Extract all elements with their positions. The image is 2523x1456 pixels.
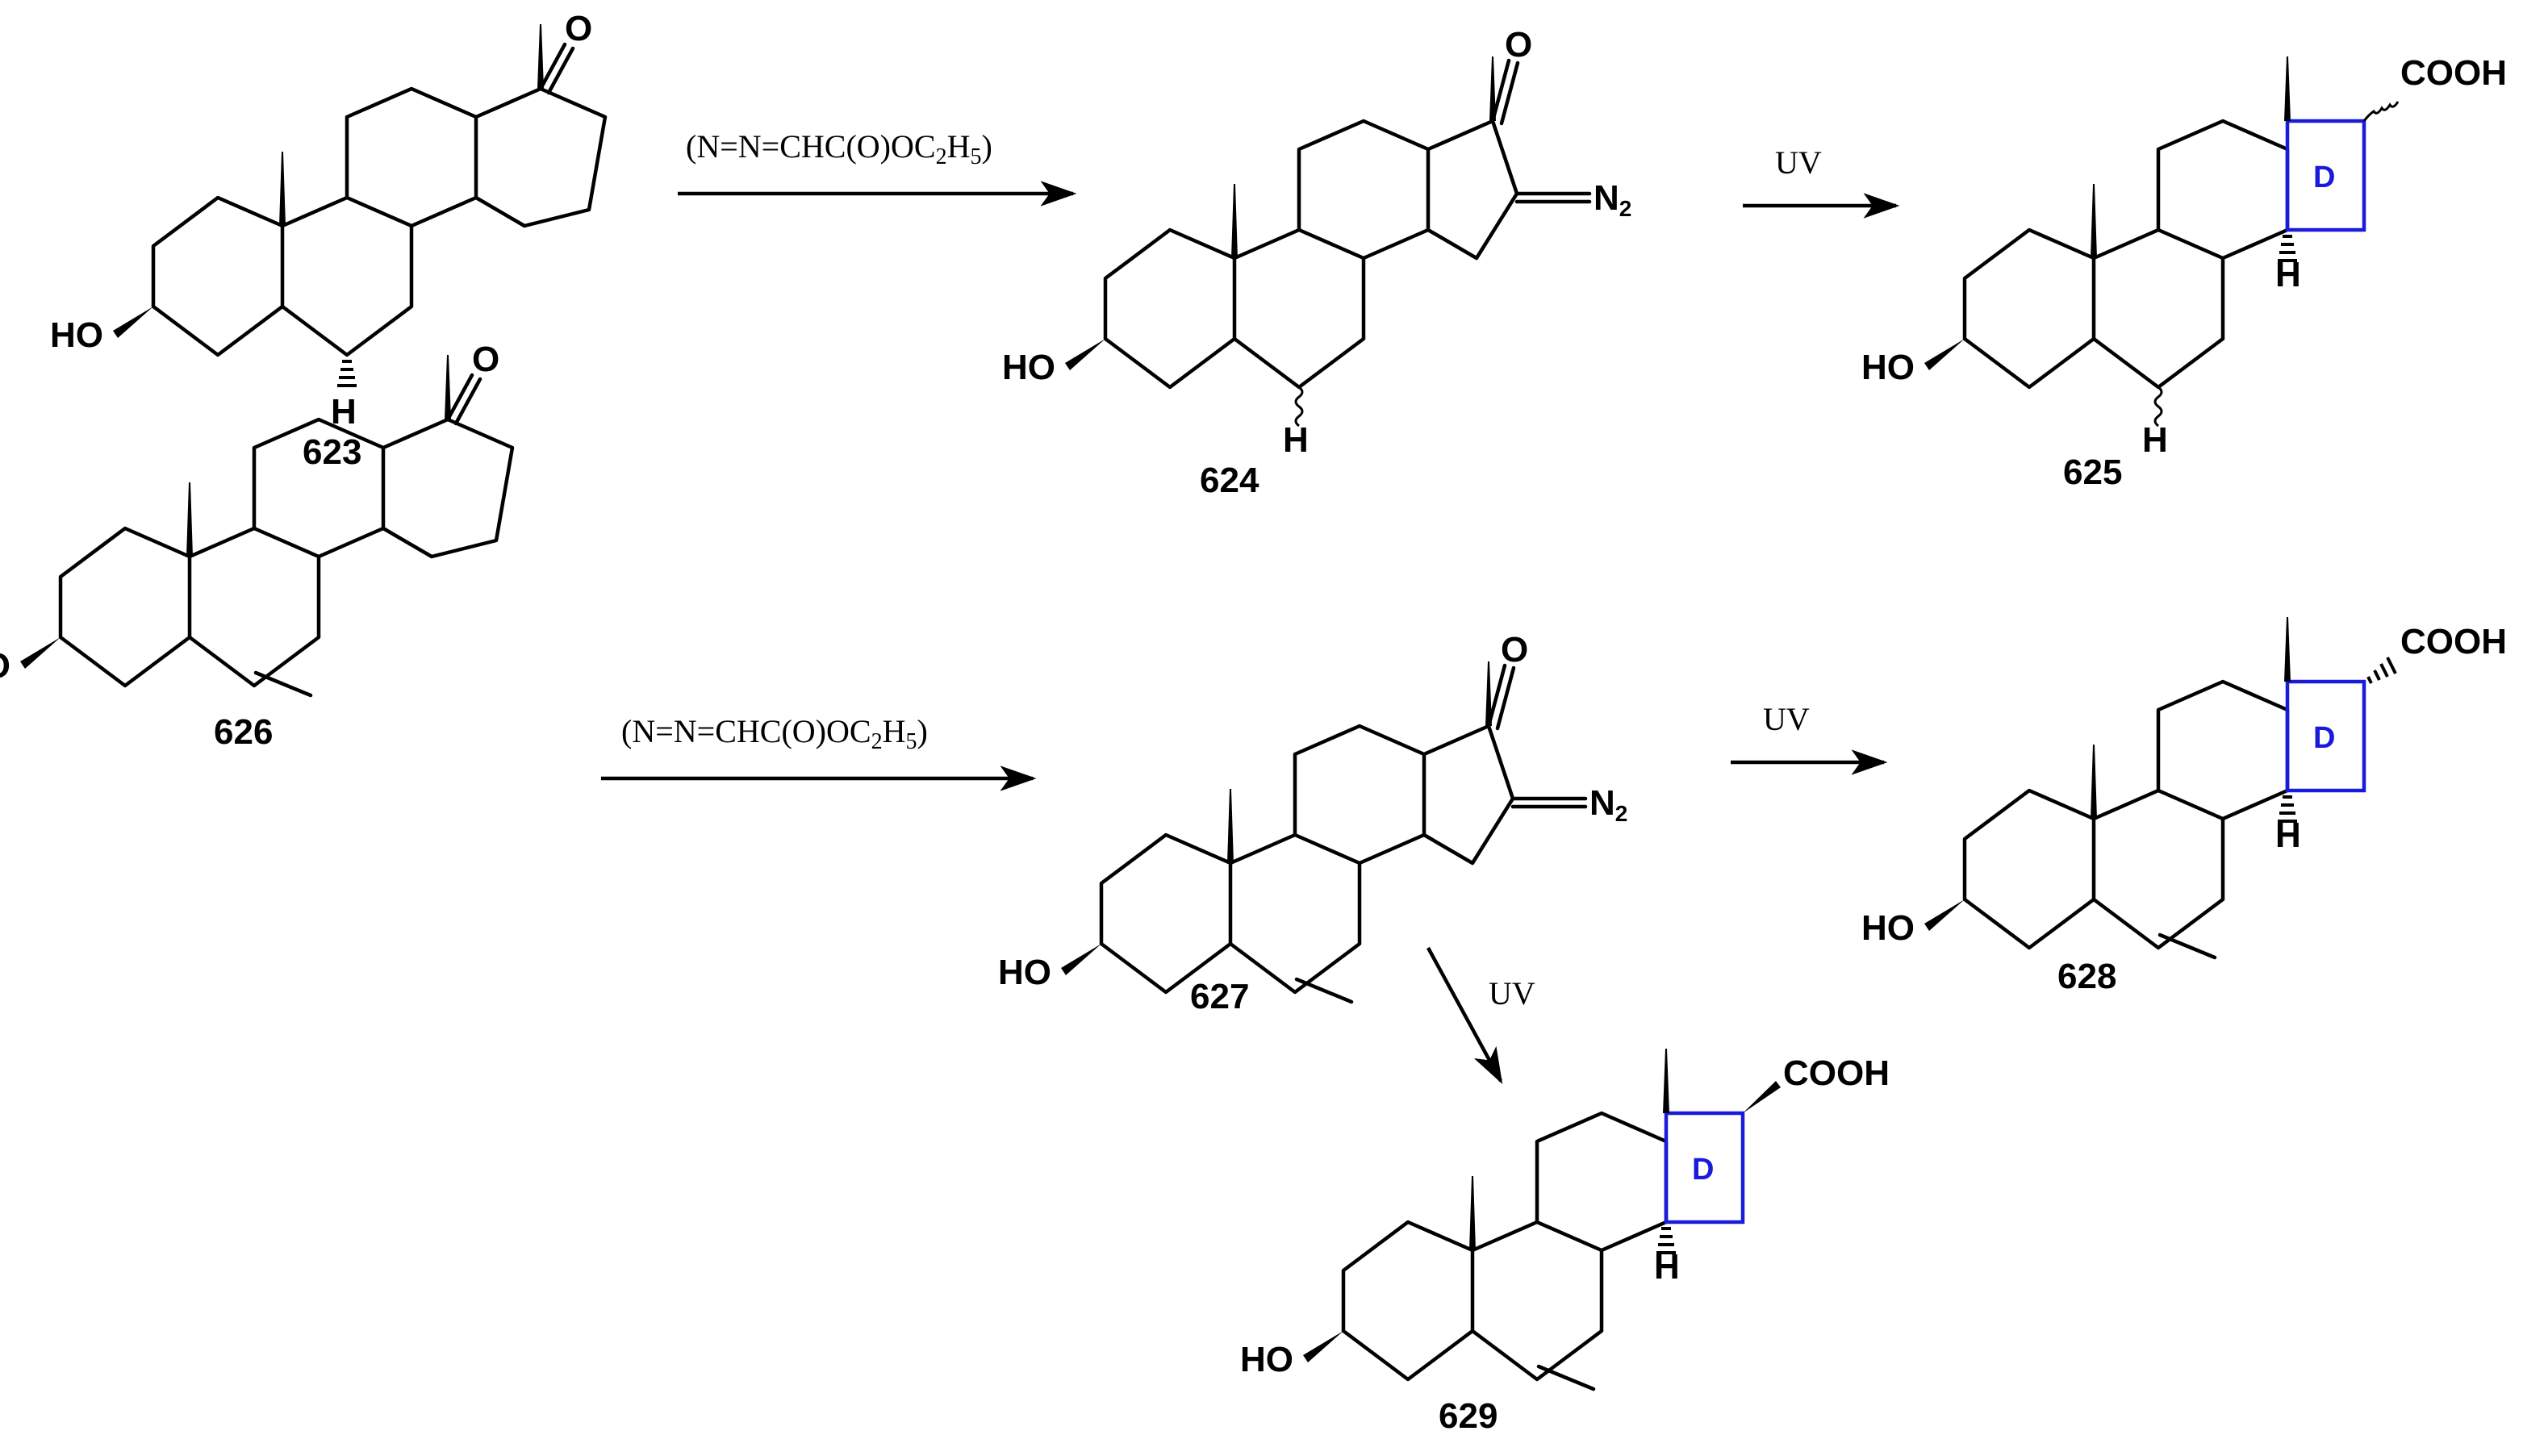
atom-diazo-n: N2 <box>1589 783 1627 826</box>
uv-label: UV <box>1775 144 1822 181</box>
reaction-arrow-uv-1: UV <box>1743 144 1900 219</box>
ring-d-label: D <box>2313 161 2335 194</box>
compound-624: O N2 HO H 624 <box>1002 25 1631 500</box>
reaction-arrow-diazo-1: (N=N=CHC(O)OC2H5) <box>678 128 1077 207</box>
atom-cooh: COOH <box>2400 53 2507 93</box>
atom-h: H <box>2275 816 2301 855</box>
atom-ho: HO <box>0 646 10 686</box>
compound-628: D COOH HO H 628 <box>1861 617 2507 996</box>
atom-ho: HO <box>50 315 103 355</box>
reaction-arrow-uv-3: UV <box>1426 946 1535 1084</box>
atom-h: H <box>1654 1247 1680 1287</box>
compound-627: O N2 HO 627 <box>998 630 1627 1016</box>
reagent-label: (N=N=CHC(O)OC2H5) <box>621 713 928 754</box>
compound-label-626: 626 <box>214 712 273 752</box>
uv-label: UV <box>1489 975 1535 1012</box>
atom-h: H <box>2275 255 2301 294</box>
compound-label-629: 629 <box>1439 1396 1498 1436</box>
compound-label-627: 627 <box>1190 977 1249 1016</box>
reagent-label: (N=N=CHC(O)OC2H5) <box>686 128 992 169</box>
compound-label-628: 628 <box>2057 957 2116 996</box>
atom-oxygen: O <box>1501 630 1528 670</box>
atom-h: H <box>2142 420 2168 460</box>
atom-cooh: COOH <box>2400 622 2507 661</box>
atom-oxygen: O <box>565 9 592 48</box>
compound-label-624: 624 <box>1200 461 1259 500</box>
atom-ho: HO <box>1240 1340 1293 1379</box>
ring-d-label: D <box>2313 721 2335 755</box>
compound-label-625: 625 <box>2063 453 2122 492</box>
atom-cooh: COOH <box>1783 1053 1890 1093</box>
atom-diazo-n: N2 <box>1594 178 1631 221</box>
compound-625: D COOH HO H H 625 <box>1861 53 2507 492</box>
atom-ho: HO <box>1861 908 1915 948</box>
atom-ho: HO <box>1002 348 1055 387</box>
compound-626: O HO 626 <box>0 340 515 752</box>
reaction-arrow-uv-2: UV <box>1731 701 1888 775</box>
ring-d-label: D <box>1692 1153 1714 1187</box>
atom-oxygen: O <box>1505 25 1532 65</box>
atom-oxygen: O <box>472 340 499 379</box>
reaction-arrow-diazo-2: (N=N=CHC(O)OC2H5) <box>601 713 1037 791</box>
atom-ho: HO <box>1861 348 1915 387</box>
atom-h: H <box>1283 420 1309 460</box>
atom-ho: HO <box>998 953 1051 992</box>
compound-623: O HO H 623 <box>50 9 608 472</box>
compound-629: D COOH HO H 629 <box>1240 1049 1890 1436</box>
compound-label-623: 623 <box>303 432 361 472</box>
uv-label: UV <box>1763 701 1810 737</box>
